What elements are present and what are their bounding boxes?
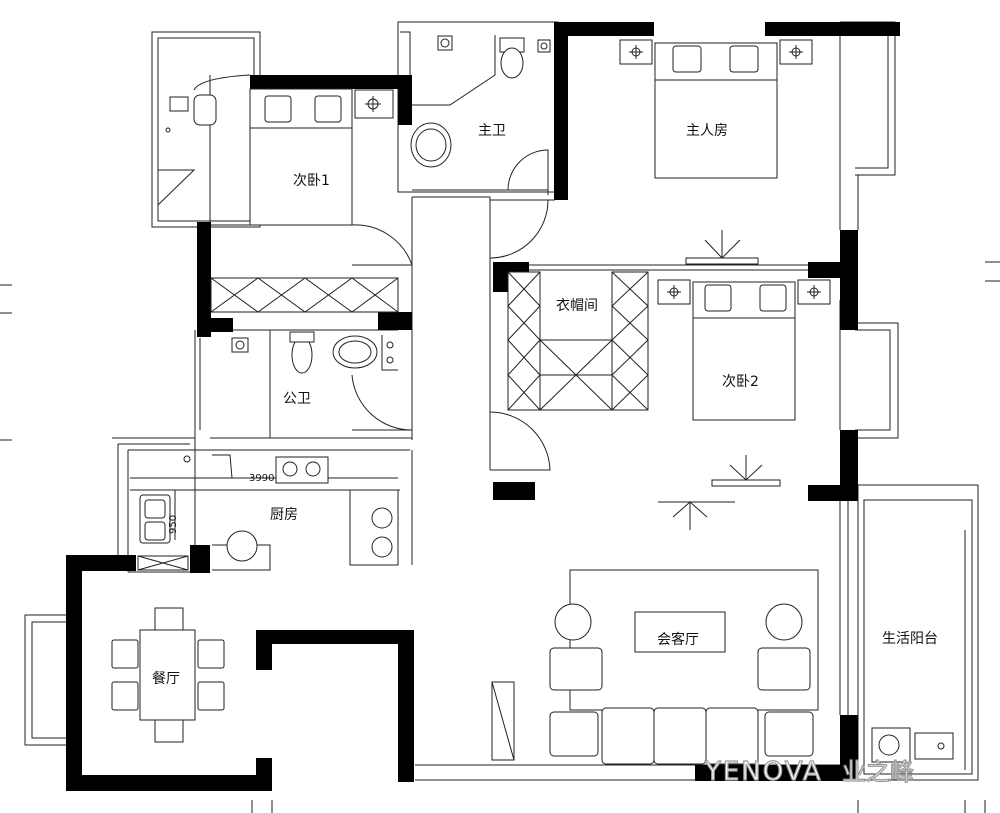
- doors: [351, 31, 551, 471]
- room-label-cloakroom: 衣帽间: [556, 298, 598, 314]
- room-label-living-room: 会客厅: [657, 631, 699, 648]
- walls: [66, 22, 900, 791]
- room-label-master-bath: 主卫: [478, 123, 506, 139]
- room-label-public-bath: 公卫: [283, 391, 311, 407]
- dimension-kitchen-length: 3990: [249, 473, 274, 484]
- watermark: YENOVA 业之峰: [703, 756, 914, 787]
- room-labels: 主卫 主人房 次卧1 衣帽间 次卧2 公卫 厨房 会客厅 餐厅 生活阳台: [152, 123, 938, 687]
- room-label-master-bedroom: 主人房: [686, 123, 728, 139]
- watermark-brand: YENOVA: [704, 757, 823, 787]
- room-label-bedroom1: 次卧1: [293, 173, 330, 189]
- room-label-bedroom2: 次卧2: [722, 374, 759, 390]
- dimension-sink-depth: 950: [168, 515, 179, 534]
- room-label-dining: 餐厅: [152, 671, 180, 687]
- furniture: [111, 35, 954, 765]
- dimension-labels: 3990 950: [168, 473, 274, 534]
- watermark-cn: 业之峰: [842, 758, 914, 786]
- room-label-balcony: 生活阳台: [882, 631, 938, 647]
- room-label-kitchen: 厨房: [270, 507, 298, 523]
